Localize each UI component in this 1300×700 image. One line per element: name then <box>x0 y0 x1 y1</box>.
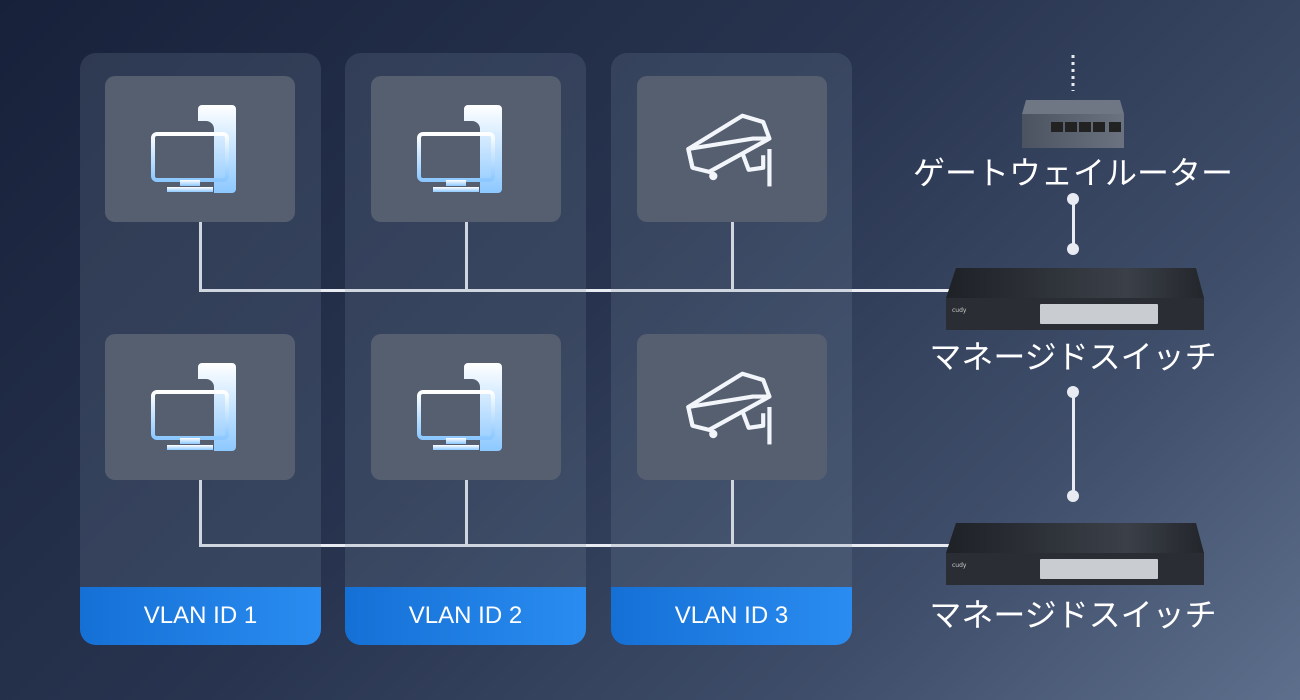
desktop-pc-icon <box>150 101 250 197</box>
managed-switch-1-label: マネージドスイッチ <box>929 338 1217 376</box>
drop-line <box>731 480 734 546</box>
drop-line <box>199 222 202 291</box>
connector-dot <box>1067 490 1079 502</box>
device-card <box>371 334 561 480</box>
desktop-pc-icon <box>150 359 250 455</box>
svg-text:cudy: cudy <box>952 307 967 314</box>
vlan-label: VLAN ID 1 <box>80 587 321 645</box>
connector-dot <box>1067 243 1079 255</box>
device-card <box>637 76 827 222</box>
device-card <box>371 76 561 222</box>
device-card <box>637 334 827 480</box>
internet-dotted-line <box>1071 55 1075 91</box>
vlan-label: VLAN ID 2 <box>345 587 586 645</box>
security-camera-icon <box>680 365 784 449</box>
desktop-pc-icon <box>416 359 516 455</box>
row2-bus-line <box>199 544 949 547</box>
device-card <box>105 334 295 480</box>
drop-line <box>465 480 468 546</box>
device-card <box>105 76 295 222</box>
gateway-router-image <box>1022 100 1124 148</box>
managed-switch-2-label: マネージドスイッチ <box>929 596 1217 634</box>
desktop-pc-icon <box>416 101 516 197</box>
security-camera-icon <box>680 107 784 191</box>
managed-switch-1-image: cudy <box>946 268 1204 330</box>
managed-switch-2-image: cudy <box>946 523 1204 585</box>
switch-switch-link <box>1072 392 1075 496</box>
row1-bus-line <box>199 289 949 292</box>
vlan-label: VLAN ID 3 <box>611 587 852 645</box>
drop-line <box>465 222 468 291</box>
drop-line <box>731 222 734 291</box>
router-switch-link <box>1072 199 1075 249</box>
svg-text:cudy: cudy <box>952 562 967 569</box>
gateway-router-label: ゲートウェイルーター <box>913 154 1234 192</box>
drop-line <box>199 480 202 546</box>
